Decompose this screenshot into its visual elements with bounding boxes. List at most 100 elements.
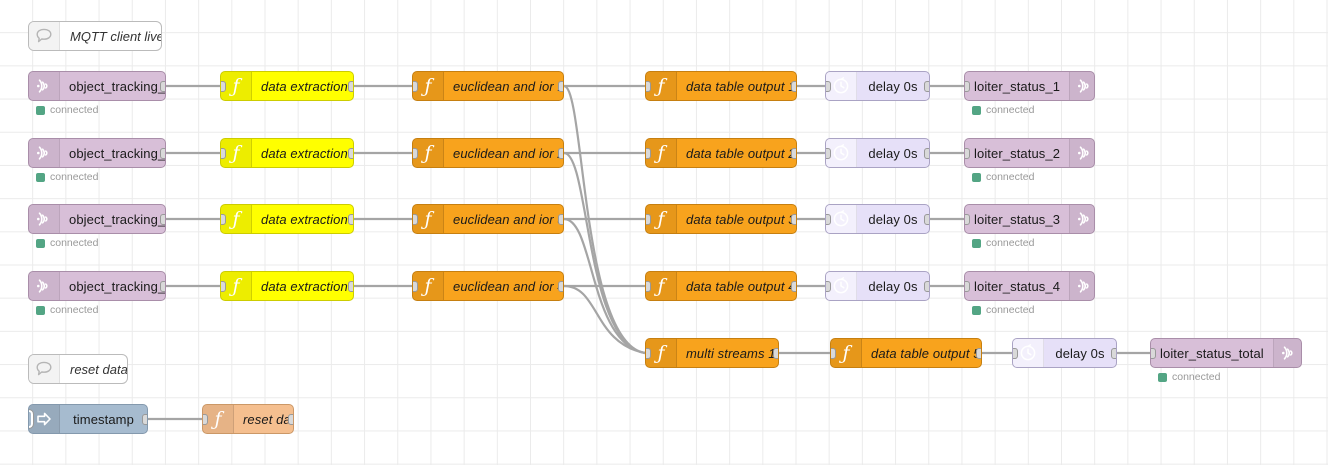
output-port[interactable]: [558, 213, 563, 225]
mqtt-in-object-tracking-3[interactable]: object_tracking_3: [28, 204, 166, 234]
input-port[interactable]: [646, 347, 651, 359]
input-port[interactable]: [221, 147, 226, 159]
output-port[interactable]: [348, 80, 353, 92]
wifi-icon: [1069, 272, 1094, 300]
input-port[interactable]: [646, 213, 651, 225]
input-port[interactable]: [965, 280, 970, 292]
input-port[interactable]: [965, 147, 970, 159]
output-port[interactable]: [791, 213, 796, 225]
output-port[interactable]: [924, 280, 929, 292]
output-port[interactable]: [558, 147, 563, 159]
node-status: connected: [36, 237, 98, 249]
input-port[interactable]: [413, 213, 418, 225]
output-port[interactable]: [1111, 347, 1116, 359]
input-port[interactable]: [221, 280, 226, 292]
input-port[interactable]: [203, 413, 208, 425]
output-port[interactable]: [791, 147, 796, 159]
output-port[interactable]: [558, 280, 563, 292]
function-icon: ƒ: [203, 405, 234, 433]
mqtt-out-loiter-status-2[interactable]: loiter_status_2: [964, 138, 1095, 168]
output-port[interactable]: [924, 147, 929, 159]
comment-mqtt-client-live[interactable]: MQTT client live: [28, 21, 162, 51]
output-port[interactable]: [348, 280, 353, 292]
output-port[interactable]: [558, 80, 563, 92]
wire[interactable]: [562, 84, 647, 355]
input-port[interactable]: [826, 213, 831, 225]
output-port[interactable]: [791, 280, 796, 292]
output-port[interactable]: [160, 213, 165, 225]
mqtt-out-loiter-status-3[interactable]: loiter_status_3: [964, 204, 1095, 234]
input-port[interactable]: [413, 147, 418, 159]
output-port[interactable]: [160, 280, 165, 292]
node-label: loiter_status_1: [974, 78, 1061, 94]
output-port[interactable]: [791, 80, 796, 92]
delay-node-3[interactable]: delay 0s: [825, 204, 930, 234]
comment-icon: [29, 355, 60, 383]
output-port[interactable]: [160, 80, 165, 92]
node-label: object_tracking_1: [69, 78, 166, 94]
mqtt-out-loiter-status-4[interactable]: loiter_status_4: [964, 271, 1095, 301]
input-port[interactable]: [413, 280, 418, 292]
input-port[interactable]: [1151, 347, 1156, 359]
mqtt-in-object-tracking-2[interactable]: object_tracking_2: [28, 138, 166, 168]
status-dot: [36, 172, 45, 182]
input-port[interactable]: [965, 80, 970, 92]
input-port[interactable]: [831, 347, 836, 359]
input-port[interactable]: [413, 80, 418, 92]
output-port[interactable]: [160, 147, 165, 159]
delay-node-4[interactable]: delay 0s: [825, 271, 930, 301]
input-port[interactable]: [1013, 347, 1018, 359]
input-port[interactable]: [221, 80, 226, 92]
output-port[interactable]: [976, 347, 981, 359]
node-label: data extraction 3: [261, 211, 354, 227]
output-port[interactable]: [348, 213, 353, 225]
inject-timestamp[interactable]: timestamp: [28, 404, 148, 434]
status-label: connected: [50, 104, 99, 116]
mqtt-in-object-tracking-1[interactable]: object_tracking_1: [28, 71, 166, 101]
input-port[interactable]: [826, 147, 831, 159]
status-dot: [36, 305, 45, 315]
input-port[interactable]: [646, 147, 651, 159]
inject-trigger-button[interactable]: [29, 409, 34, 429]
wire[interactable]: [562, 217, 647, 355]
mqtt-out-loiter-status-total[interactable]: loiter_status_total: [1150, 338, 1302, 368]
delay-node-5[interactable]: delay 0s: [1012, 338, 1117, 368]
output-port[interactable]: [142, 413, 147, 425]
input-port[interactable]: [826, 80, 831, 92]
output-port[interactable]: [288, 413, 293, 425]
input-port[interactable]: [646, 280, 651, 292]
function-data-extraction-3[interactable]: ƒ data extraction 3: [220, 204, 354, 234]
input-port[interactable]: [221, 213, 226, 225]
delay-node-1[interactable]: delay 0s: [825, 71, 930, 101]
comment-reset-data[interactable]: reset data: [28, 354, 128, 384]
node-status: connected: [36, 104, 98, 116]
wire[interactable]: [562, 151, 647, 355]
delay-node-2[interactable]: delay 0s: [825, 138, 930, 168]
mqtt-in-object-tracking-4[interactable]: object_tracking_4: [28, 271, 166, 301]
output-port[interactable]: [924, 80, 929, 92]
output-port[interactable]: [773, 347, 778, 359]
svg-text:ƒ: ƒ: [228, 209, 242, 229]
output-port[interactable]: [924, 213, 929, 225]
output-port[interactable]: [348, 147, 353, 159]
input-port[interactable]: [965, 213, 970, 225]
mqtt-out-loiter-status-1[interactable]: loiter_status_1: [964, 71, 1095, 101]
input-port[interactable]: [646, 80, 651, 92]
input-port[interactable]: [826, 280, 831, 292]
wire[interactable]: [562, 284, 647, 355]
